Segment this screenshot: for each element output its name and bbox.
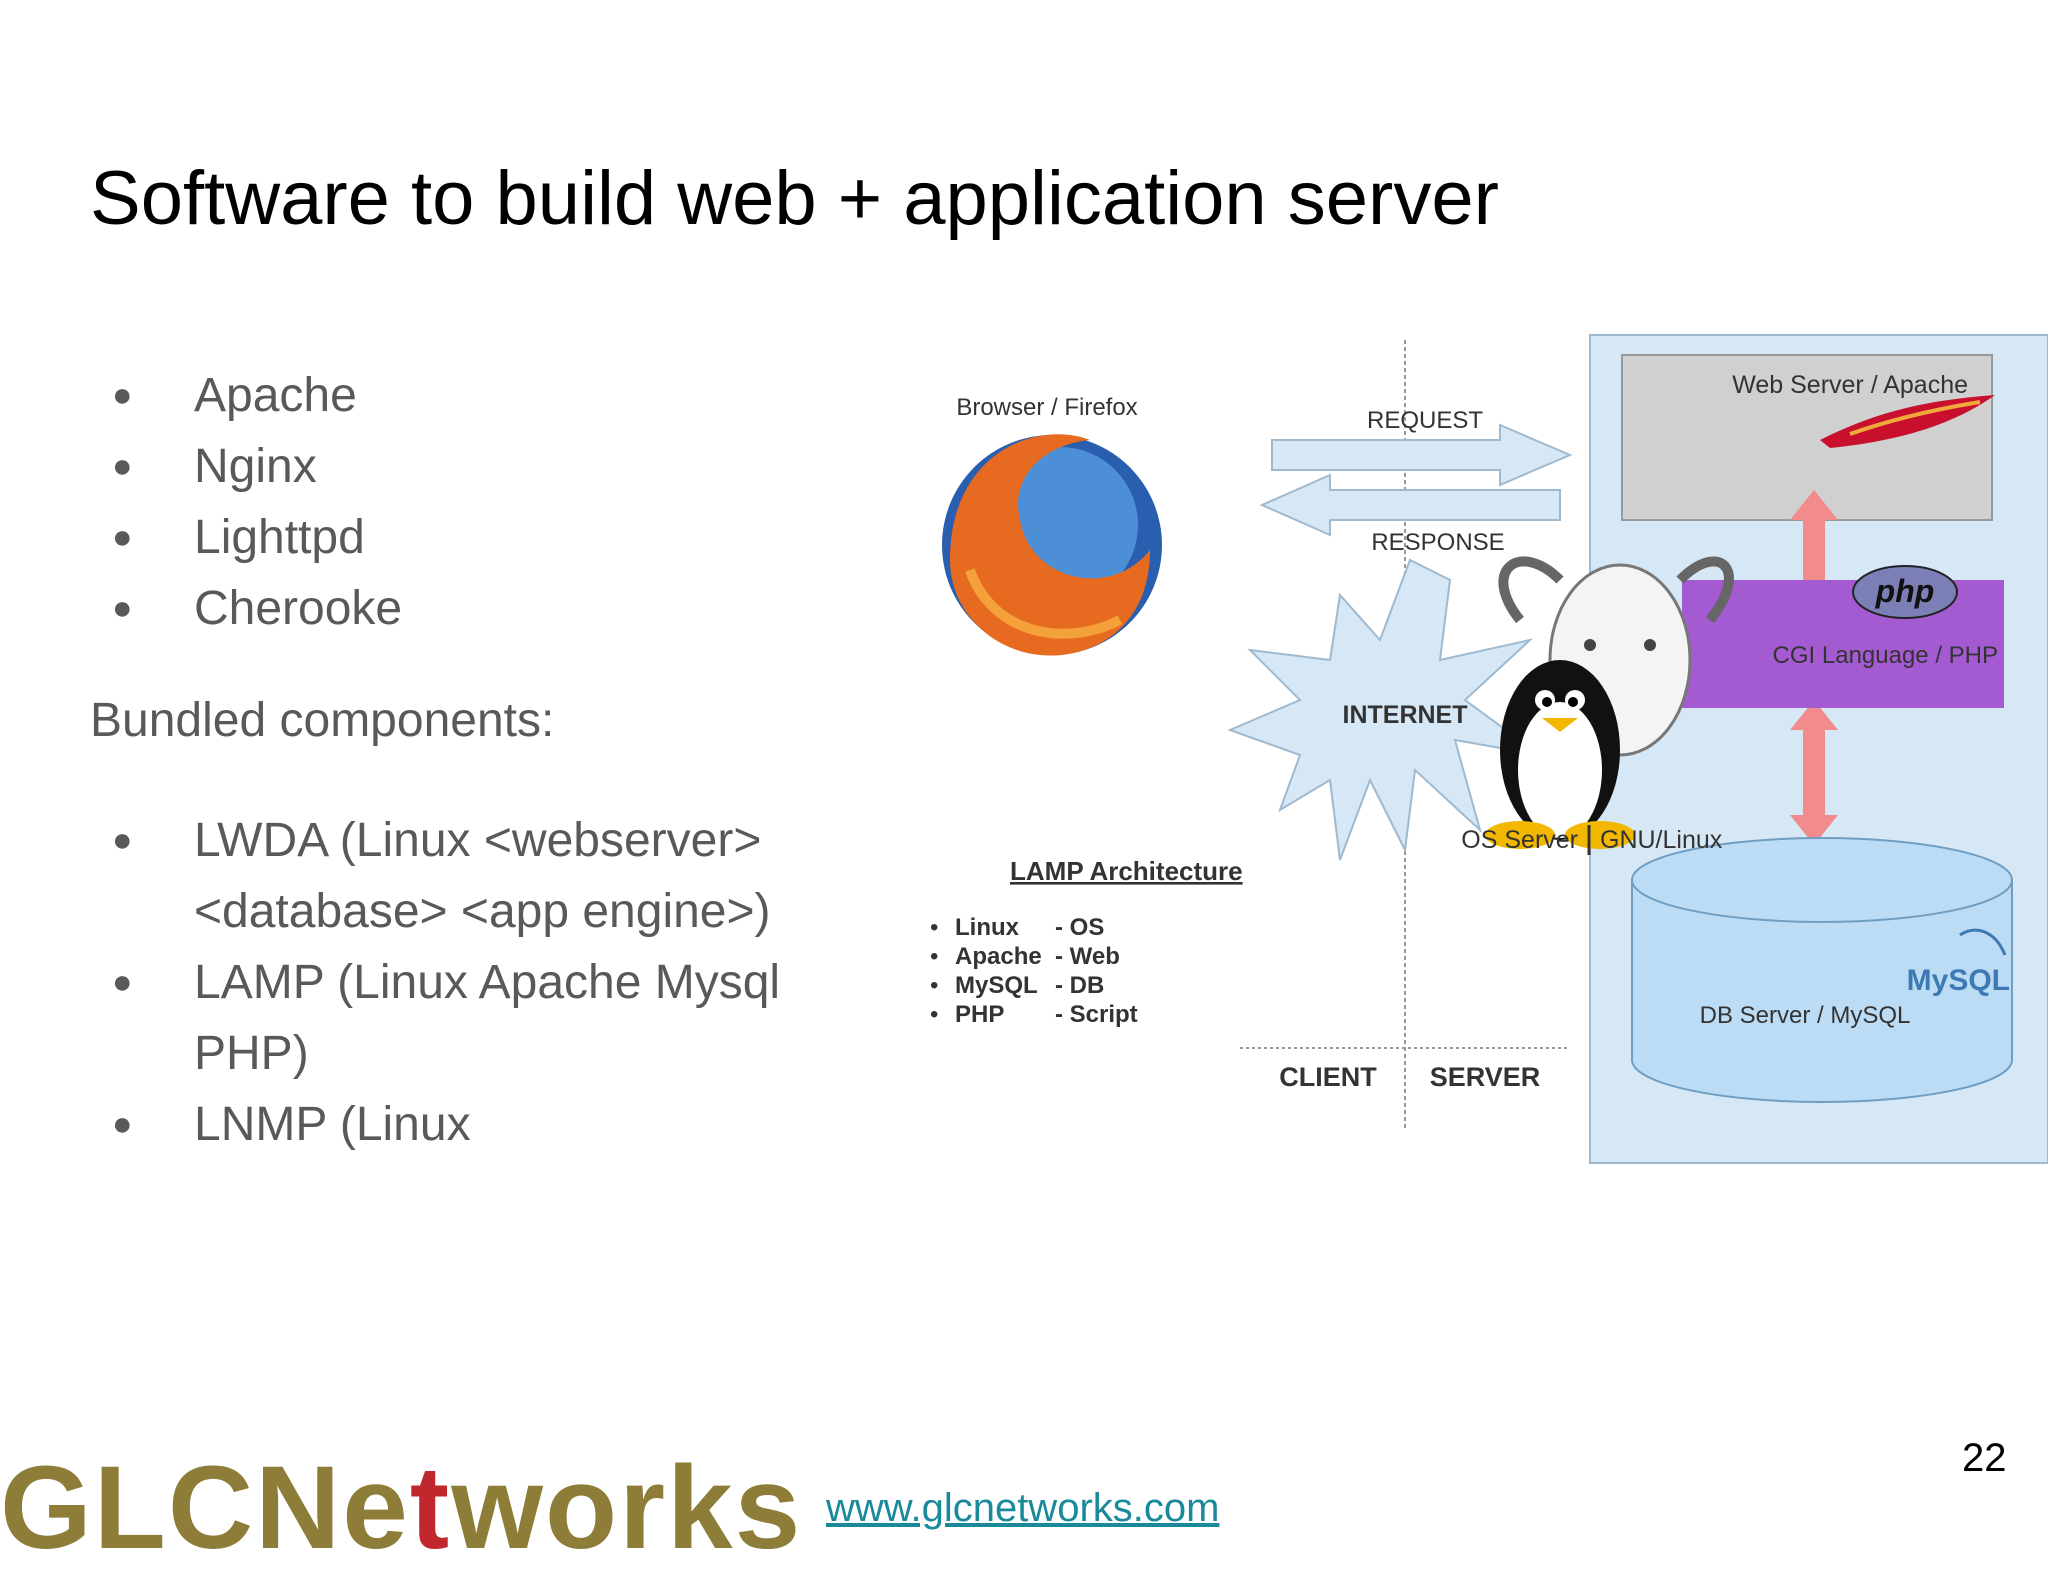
list-bullet: • xyxy=(930,914,938,941)
logo-part: GLCNe xyxy=(0,1442,410,1574)
list-item: ● LAMP (Linux Apache Mysql PHP) xyxy=(90,947,870,1089)
list-item: ● Cherooke xyxy=(90,573,402,644)
list-item-text: LWDA (Linux <webserver> <database> <app … xyxy=(194,814,771,938)
db-server-label: DB Server / MySQL xyxy=(1700,1002,1911,1029)
list-item: ● LWDA (Linux <webserver> <database> <app… xyxy=(90,805,870,947)
list-bullet: • xyxy=(930,1001,938,1028)
apache-feather-icon xyxy=(1820,395,1995,448)
lamp-title: LAMP Architecture xyxy=(1010,856,1243,886)
list-item-text: Lighttpd xyxy=(194,511,365,564)
lamp-item-role: - DB xyxy=(1055,972,1104,999)
list-item: ● LNMP (Linux xyxy=(90,1089,870,1160)
tux-penguin-icon xyxy=(1485,660,1635,849)
mysql-dolphin-icon xyxy=(1959,928,2007,956)
list-item-text: LAMP (Linux Apache Mysql PHP) xyxy=(194,956,781,1080)
list-item: ● Apache xyxy=(90,360,402,431)
bullet-icon: ● xyxy=(112,1105,133,1143)
mysql-logo-text: MySQL xyxy=(1907,964,2010,997)
lamp-list: • Linux - OS • Apache - Web • MySQL - DB… xyxy=(930,914,1138,1028)
list-bullet: • xyxy=(930,943,938,970)
list-bullet: • xyxy=(930,972,938,999)
slide-title: Software to build web + application serv… xyxy=(90,156,1499,241)
slide: Software to build web + application serv… xyxy=(0,156,2048,1574)
logo-part: t xyxy=(409,1442,452,1574)
list-item-text: Nginx xyxy=(194,440,317,493)
bundled-heading: Bundled components: xyxy=(90,694,555,747)
bullet-icon: ● xyxy=(112,963,133,1001)
web-server-box xyxy=(1621,354,1993,521)
request-arrow-icon xyxy=(1271,423,1573,487)
lamp-item-role: - Web xyxy=(1055,943,1120,970)
firefox-icon xyxy=(942,434,1162,656)
lamp-diagram: Web Server / Apache php CGI Language / P… xyxy=(930,334,2048,1164)
lamp-item-name: MySQL xyxy=(955,972,1038,999)
double-arrow-icon xyxy=(1790,700,1838,845)
client-label: CLIENT xyxy=(1279,1062,1377,1092)
logo-part: works xyxy=(451,1442,803,1574)
page-number: 22 xyxy=(1962,1436,2007,1480)
lamp-item-role: - Script xyxy=(1055,1001,1138,1028)
list-item-text: Apache xyxy=(194,369,357,422)
web-server-label: Web Server / Apache xyxy=(1732,371,1968,399)
server-list: ● Apache ● Nginx ● Lighttpd ● Cherooke xyxy=(90,360,402,644)
server-label: SERVER xyxy=(1430,1062,1541,1092)
company-logo: GLCNetworks xyxy=(0,1440,802,1576)
bullet-icon: ● xyxy=(112,589,133,627)
internet-label: INTERNET xyxy=(1343,701,1468,729)
bundle-list: ● LWDA (Linux <webserver> <database> <app… xyxy=(90,805,870,1160)
request-label: REQUEST xyxy=(1367,407,1483,434)
os-server-label: OS Server xyxy=(1461,826,1578,854)
bullet-icon: ● xyxy=(112,821,133,859)
lamp-item-name: PHP xyxy=(955,1001,1004,1028)
php-logo-text: php xyxy=(1875,573,1935,609)
lamp-item-role: - OS xyxy=(1055,914,1104,941)
browser-label: Browser / Firefox xyxy=(956,394,1137,421)
bullet-icon: ● xyxy=(112,518,133,556)
bullet-icon: ● xyxy=(112,447,133,485)
response-label: RESPONSE xyxy=(1371,529,1504,556)
gnu-linux-label: GNU/Linux xyxy=(1600,826,1723,854)
php-logo-icon xyxy=(1852,565,1958,619)
lamp-item-name: Linux xyxy=(955,914,1020,941)
list-item-text: Cherooke xyxy=(194,582,403,635)
lamp-item-name: Apache xyxy=(955,943,1042,970)
database-icon xyxy=(1631,837,2013,1103)
cgi-label: CGI Language / PHP xyxy=(1773,642,1998,669)
bullet-icon: ● xyxy=(112,376,133,414)
list-item: ● Nginx xyxy=(90,431,402,502)
response-arrow-icon xyxy=(1259,473,1561,537)
website-link[interactable]: www.glcnetworks.com xyxy=(826,1486,1220,1530)
list-item-text: LNMP (Linux xyxy=(194,1098,471,1151)
list-item: ● Lighttpd xyxy=(90,502,402,573)
